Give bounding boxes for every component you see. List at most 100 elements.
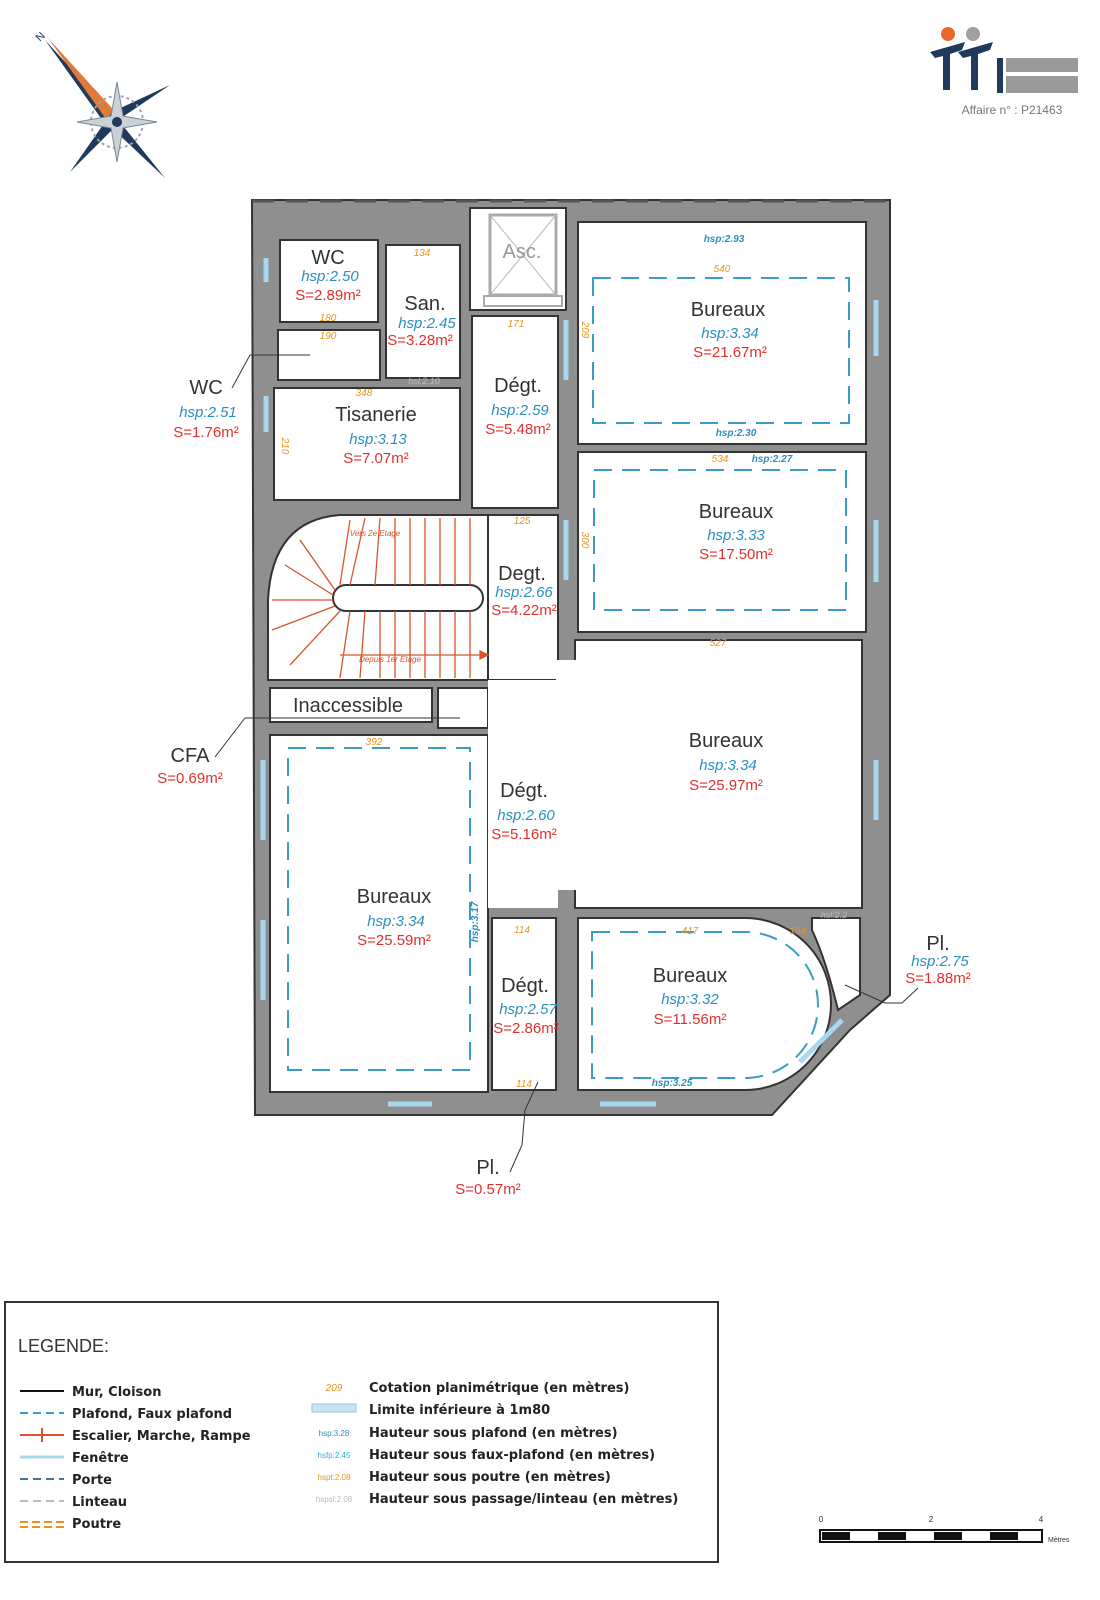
room-labels: WC hsp:2.50 S=2.89m² San. hsp:2.45 S=3.2… xyxy=(157,241,970,1198)
room-name: CFA xyxy=(171,745,211,767)
room-hsp: hsp:3.13 xyxy=(349,431,407,448)
scale-tick: 4 xyxy=(1039,1515,1044,1524)
legend-item: Plafond, Faux plafond xyxy=(72,1407,232,1422)
room-hsp: hsp:3.33 xyxy=(707,527,765,544)
room-name: San. xyxy=(404,293,445,315)
room-name: Bureaux xyxy=(689,730,764,752)
room-hsp: hsp:2.75 xyxy=(911,953,969,970)
dimension-label: 534 xyxy=(712,454,729,465)
room-surface: S=21.67m² xyxy=(693,344,767,361)
room-hsp: hsp:3.34 xyxy=(699,757,757,774)
room-surface: S=5.48m² xyxy=(485,421,550,438)
room-hsp: hsp:2.50 xyxy=(301,268,359,285)
false-ceilings xyxy=(287,277,850,1079)
room-hsp: hsp:2.51 xyxy=(179,404,237,421)
room-hsp: hsp:3.34 xyxy=(367,913,425,930)
dimension-label: 134 xyxy=(414,248,431,259)
dimension-label: 392 xyxy=(366,737,383,748)
legend-sample: hspt:2.08 xyxy=(318,1473,351,1482)
room-surface: S=7.07m² xyxy=(343,450,408,467)
room-name: Bureaux xyxy=(357,886,432,908)
room-name: Degt. xyxy=(498,563,546,585)
legend-item: Hauteur sous plafond (en mètres) xyxy=(369,1426,618,1441)
room-name: Tisanerie xyxy=(335,404,417,426)
elevator-label: Asc. xyxy=(503,241,542,263)
dimension-label: 114 xyxy=(514,925,530,936)
room-surface: S=25.59m² xyxy=(357,932,431,949)
room-surface: S=0.69m² xyxy=(157,770,222,787)
legend-sample: 209 xyxy=(325,1383,343,1394)
room-surface: S=0.57m² xyxy=(455,1181,520,1198)
room-surface: S=2.89m² xyxy=(295,287,360,304)
legend-sample: hspsl:2.08 xyxy=(316,1495,353,1504)
room-surface: S=25.97m² xyxy=(689,777,763,794)
stair-down-label: Depuis 1er Etage xyxy=(359,655,421,664)
room-surface: S=17.50m² xyxy=(699,546,773,563)
room-name: Pl. xyxy=(926,933,949,955)
legend-item: Hauteur sous poutre (en mètres) xyxy=(369,1470,611,1485)
legend-item: Poutre xyxy=(72,1517,121,1532)
room-name: Dégt. xyxy=(500,780,548,802)
room-name: Bureaux xyxy=(699,501,774,523)
room-name: Dégt. xyxy=(494,375,542,397)
scale-tick: 2 xyxy=(929,1515,934,1524)
dimension-label: 417 xyxy=(682,926,699,937)
legend-item: Mur, Cloison xyxy=(72,1385,161,1400)
room-surface: S=3.28m² xyxy=(387,332,452,349)
stair-up-label: Vers 2e Etage xyxy=(350,529,401,538)
legend-sample: hsfp:2.45 xyxy=(318,1451,351,1460)
dimension-label: 190 xyxy=(320,331,337,342)
room-surface: S=1.76m² xyxy=(173,424,238,441)
room-hsp: hsp:3.32 xyxy=(661,991,719,1008)
dimension-label: 300 xyxy=(579,532,590,549)
windows xyxy=(260,258,879,1107)
hsp-label: hsp:2.27 xyxy=(752,454,793,465)
affaire-number: Affaire n° : P21463 xyxy=(962,103,1063,117)
room-hsp: hsp:2.66 xyxy=(495,584,553,601)
dimension-label: 209 xyxy=(579,321,590,339)
north-label: N xyxy=(34,30,48,44)
dimension-label: 180 xyxy=(320,313,337,324)
hsp-label: hsp:2.93 xyxy=(704,234,745,245)
legend-item: Porte xyxy=(72,1473,112,1488)
dimension-label: 114 xyxy=(516,1079,532,1090)
room-name: WC xyxy=(189,377,222,399)
dimension-label: 527 xyxy=(710,638,727,649)
dimension-label: 210 xyxy=(279,437,290,455)
room-hsp: hsp:3.34 xyxy=(701,325,759,342)
room-hsp: hsp:2.57 xyxy=(499,1001,557,1018)
room-surface: S=1.88m² xyxy=(905,970,970,987)
room-name: Dégt. xyxy=(501,975,549,997)
scale-tick: 0 xyxy=(819,1515,824,1524)
company-logo: Affaire n° : P21463 xyxy=(930,27,1078,117)
hsp-label: hsp:3.25 xyxy=(652,1078,693,1089)
room-name: Bureaux xyxy=(653,965,728,987)
dimension-label: 348 xyxy=(356,388,373,399)
room-hsp: hsp:2.45 xyxy=(398,315,456,332)
legend-item: Hauteur sous faux-plafond (en mètres) xyxy=(369,1448,655,1463)
dimension-label: 171 xyxy=(508,319,525,330)
scale-bar: 0 2 4 Mètres xyxy=(819,1515,1070,1544)
room-hsp: hsp:2.59 xyxy=(491,402,549,419)
room-name: Pl. xyxy=(476,1157,499,1179)
staircase: Vers 2e Etage Depuis 1er Etage xyxy=(271,517,490,679)
legend: LEGENDE: Mur, Cloison Plafond, Faux plaf… xyxy=(4,1301,719,1563)
legend-item: Limite inférieure à 1m80 xyxy=(369,1403,550,1418)
scale-unit: Mètres xyxy=(1048,1537,1070,1544)
room-name: Inaccessible xyxy=(293,695,403,717)
dimensions: 134 180 190 171 348 210 540 534 125 527 … xyxy=(279,234,847,1090)
rooms xyxy=(267,207,867,1093)
room-surface: S=11.56m² xyxy=(654,1011,727,1028)
lintel-label: hsl:2.2 xyxy=(821,910,848,920)
legend-item: Cotation planimétrique (en mètres) xyxy=(369,1381,629,1396)
elevator-shaft xyxy=(483,213,563,307)
room-hsp: hsp:2.60 xyxy=(497,807,555,824)
legend-title: LEGENDE: xyxy=(18,1336,109,1356)
room-name: WC xyxy=(311,247,344,269)
dimension-label: 540 xyxy=(714,264,731,275)
room-surface: S=4.22m² xyxy=(491,602,556,619)
legend-item: Escalier, Marche, Rampe xyxy=(72,1429,251,1444)
hsp-label: hsp:2.30 xyxy=(716,428,757,439)
dimension-label: 125 xyxy=(514,516,531,527)
